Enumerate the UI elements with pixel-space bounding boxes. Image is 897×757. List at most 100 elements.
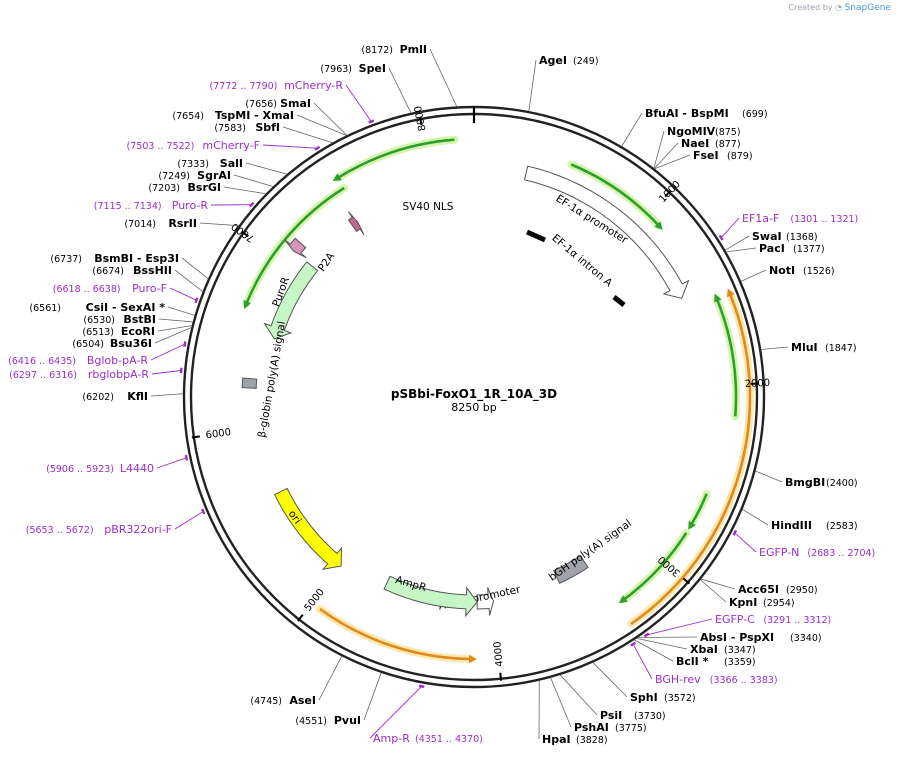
site-bstbi[interactable]: BstBI(6530) xyxy=(83,313,193,326)
primer-bglob-pa-r[interactable]: Bglob-pA-R(6416 .. 6435) xyxy=(8,341,187,367)
site-bcli[interactable]: BclI *(3359) xyxy=(634,639,756,668)
site-noti[interactable]: NotI(1526) xyxy=(740,264,835,282)
feature-sv40-nls[interactable]: SV40 NLS xyxy=(347,201,454,235)
orf-arc xyxy=(570,163,660,227)
site-leader-line xyxy=(740,269,767,282)
site-bsshii[interactable]: BssHII(6674) xyxy=(92,264,203,292)
primer-mark xyxy=(194,297,199,304)
primer-pbr322ori-f[interactable]: pBR322ori-F(5653 .. 5672) xyxy=(26,508,206,536)
site-spei[interactable]: SpeI(7963) xyxy=(320,62,412,114)
site-kfli[interactable]: KflI(6202) xyxy=(82,390,184,403)
site-position: (1377) xyxy=(793,244,825,255)
site-kpni[interactable]: KpnI (2954) xyxy=(700,579,795,609)
feature-puror[interactable]: PuroR xyxy=(263,261,319,340)
primer-name: Puro-F xyxy=(132,282,167,295)
primer-name: Puro-R xyxy=(172,199,209,212)
primer-puro-r[interactable]: Puro-R(7115 .. 7134) xyxy=(94,199,255,212)
site-sali[interactable]: SalI(7333) xyxy=(177,157,287,175)
site-bfuai-bspmi[interactable]: BfuAI - BspMI(699) xyxy=(621,107,768,147)
primer-position: (6618 .. 6638) xyxy=(53,284,121,295)
site-bsu36i[interactable]: Bsu36I(6504) xyxy=(72,327,192,350)
primer-mcherry-f[interactable]: mCherry-F(7503 .. 7522) xyxy=(127,139,321,152)
site-psii[interactable]: PsiI(3730) xyxy=(559,674,666,722)
site-leader-line xyxy=(653,142,679,169)
primer-name: BGH-rev xyxy=(655,673,701,686)
primer-l4440[interactable]: L4440(5906 .. 5923) xyxy=(46,454,189,475)
orf-arc xyxy=(715,298,738,417)
site-hpai[interactable]: HpaI(3828) xyxy=(538,680,608,746)
site-pshai[interactable]: PshAI(3775) xyxy=(550,677,647,734)
feature-shape xyxy=(553,555,589,584)
tick-label: 4000 xyxy=(492,641,505,667)
site-tspmi-xmai[interactable]: TspMI - XmaI (7654) xyxy=(172,109,347,136)
site-leader-line xyxy=(592,662,628,698)
site-xbai[interactable]: XbaI(3347) xyxy=(636,638,756,656)
feature-ef-1-intron-a[interactable]: EF-1α intron A xyxy=(525,229,626,307)
site-smai[interactable]: SmaI(7656) xyxy=(245,97,348,136)
primer-position: (2683 .. 2704) xyxy=(807,548,875,559)
site-name: FseI xyxy=(693,149,719,162)
site-name: BssHII xyxy=(133,264,172,277)
site-leader-line xyxy=(559,674,598,716)
site-rsrii[interactable]: RsrII(7014) xyxy=(124,217,239,230)
site-name: SwaI xyxy=(752,230,782,243)
primer-rbglobpa-r[interactable]: rbglobpA-R(6297 .. 6316) xyxy=(9,367,183,381)
site-position: (7203) xyxy=(148,183,180,194)
site-leader-line xyxy=(653,130,665,169)
site-agei[interactable]: AgeI(249) xyxy=(528,54,599,112)
site-paci[interactable]: PacI(1377) xyxy=(726,242,825,255)
site-name: NotI xyxy=(769,264,795,277)
site-position: (2954) xyxy=(763,598,795,609)
site-mlui[interactable]: MluI(1847) xyxy=(761,341,857,354)
site-absi-pspxi[interactable]: AbsI - PspXI(3340) xyxy=(637,631,822,644)
feature-ampr[interactable]: AmpR xyxy=(383,574,478,618)
site-hindiii[interactable]: HindIII(2583) xyxy=(742,509,858,532)
primer-amp-r[interactable]: Amp-R(4351 .. 4370) xyxy=(369,684,483,745)
site-csii-sexai[interactable]: CsiI - SexAI *(6561) xyxy=(29,301,195,316)
primer-leader-line xyxy=(174,511,204,530)
primer-name: EF1a-F xyxy=(742,212,779,225)
site-sphi[interactable]: SphI(3572) xyxy=(592,662,696,704)
site-name: TspMI - XmaI xyxy=(215,109,294,122)
site-name: KpnI xyxy=(729,596,757,609)
site-fsei[interactable]: FseI(879) xyxy=(654,149,753,170)
site-position: (7583) xyxy=(214,123,246,134)
primer-puro-f[interactable]: Puro-F (6618 .. 6638) xyxy=(53,282,199,304)
primer-ef1a-f[interactable]: EF1a-F(1301 .. 1321) xyxy=(718,212,859,241)
site-position: (7654) xyxy=(172,111,204,122)
site-leader-line xyxy=(158,318,193,323)
site-acc65i[interactable]: Acc65I(2950) xyxy=(700,578,818,596)
site-sgrai[interactable]: SgrAI(7249) xyxy=(158,169,274,187)
site-pmli[interactable]: PmlI(8172) xyxy=(361,43,458,107)
site-bsmbi-esp3i[interactable]: BsmBI - Esp3I(6737) xyxy=(50,252,209,280)
site-name: SphI xyxy=(630,691,658,704)
site-sbfi[interactable]: SbfI(7583) xyxy=(214,121,333,144)
tick-label: 2000 xyxy=(744,378,770,390)
orf-arc xyxy=(622,532,688,601)
feature-globin-poly-a-signal[interactable]: β-globin poly(A) signal xyxy=(241,320,288,439)
primer-bgh-rev[interactable]: BGH-rev(3366 .. 3383) xyxy=(630,641,778,686)
site-swai[interactable]: SwaI(1368) xyxy=(725,230,818,251)
primer-egfp-n[interactable]: EGFP-N(2683 .. 2704) xyxy=(732,529,875,559)
site-position: (4551) xyxy=(295,716,327,727)
primer-mcherry-r[interactable]: mCherry-R(7772 .. 7790) xyxy=(210,79,375,124)
site-pvui[interactable]: PvuI(4551) xyxy=(295,672,382,727)
site-leader-line xyxy=(654,154,691,170)
tick-mark xyxy=(664,190,672,198)
site-name: EcoRI xyxy=(121,325,155,338)
feature-shape xyxy=(241,377,258,389)
site-naei[interactable]: NaeI(877) xyxy=(653,137,741,169)
site-bsrgi[interactable]: BsrGI(7203) xyxy=(148,181,266,195)
feature-bgh-poly-a-signal[interactable]: bGH poly(A) signal xyxy=(547,518,634,584)
feature-shape xyxy=(263,261,319,340)
tick-mark xyxy=(191,435,200,439)
site-ngomiv[interactable]: NgoMIV(875) xyxy=(653,125,741,169)
site-leader-line xyxy=(157,325,192,332)
primer-egfp-c[interactable]: EGFP-C(3291 .. 3312) xyxy=(643,613,831,638)
site-ecori[interactable]: EcoRI(6513) xyxy=(82,325,192,338)
site-asei[interactable]: AseI(4745) xyxy=(250,655,342,707)
site-bmgbi[interactable]: BmgBI(2400) xyxy=(755,470,858,489)
feature-ori[interactable]: ori xyxy=(273,487,343,570)
site-name: PsiI xyxy=(600,709,622,722)
